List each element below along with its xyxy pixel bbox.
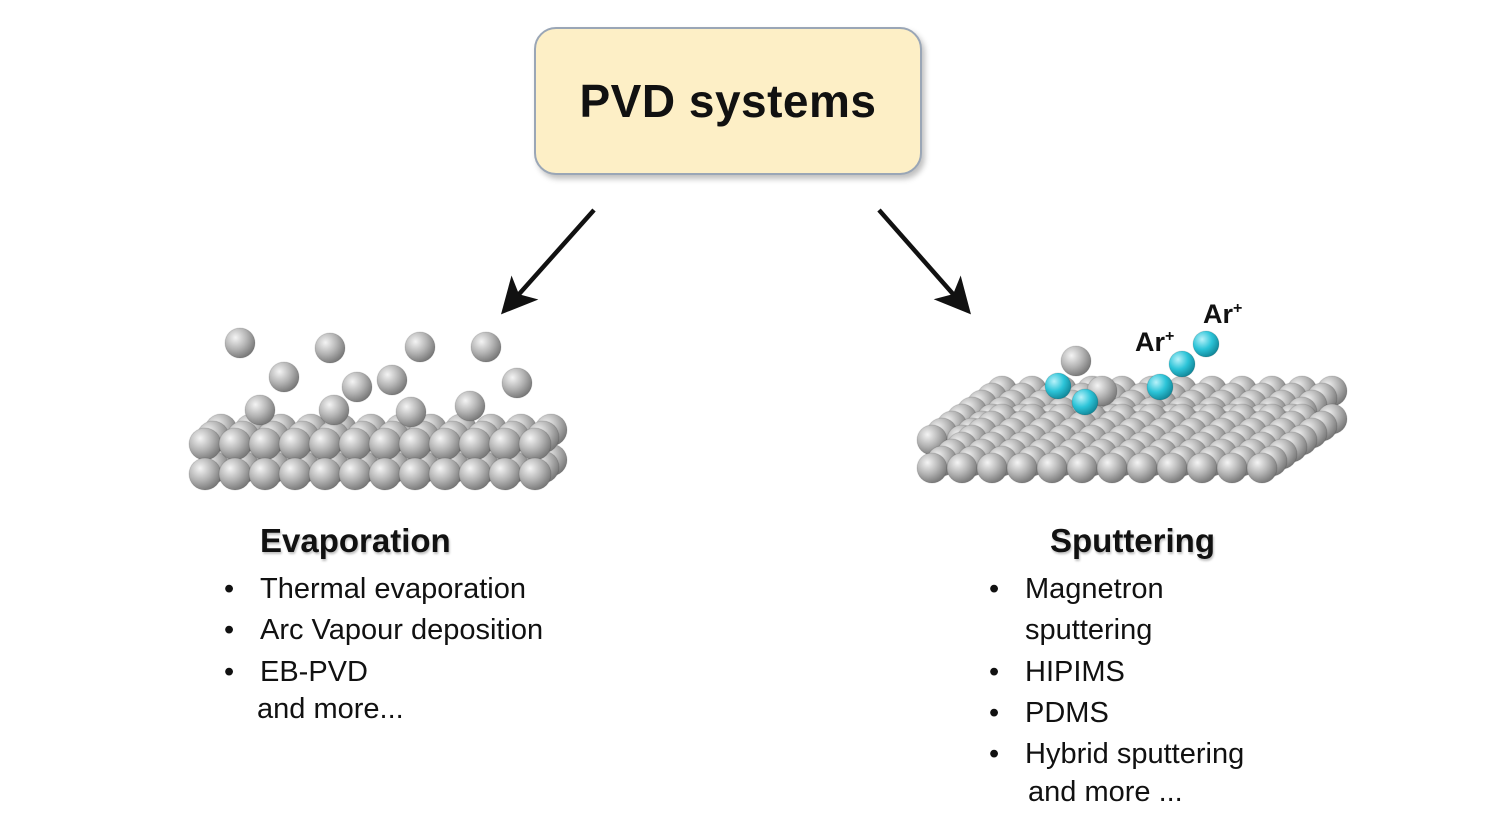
atom: [458, 457, 492, 491]
atom: [314, 332, 346, 364]
arrow-to-evaporation: [501, 208, 596, 315]
atom: [341, 371, 373, 403]
atom: [278, 457, 312, 491]
list-item: • Arc Vapour deposition: [224, 610, 543, 651]
list-item: • PDMS: [989, 693, 1209, 734]
atom: [398, 457, 432, 491]
argon-ion-label-1: Ar+: [1135, 327, 1174, 358]
atom: [1126, 452, 1158, 484]
atom: [976, 452, 1008, 484]
list-item-label: Arc Vapour deposition: [260, 614, 544, 647]
sputtering-heading: Sputtering: [1050, 522, 1215, 559]
sputtered-atom: [1060, 345, 1092, 377]
atom: [501, 367, 533, 399]
atom: [428, 427, 462, 461]
sputtering-more: and more ...: [1028, 776, 1183, 808]
sputtering-list: • Magnetron sputtering • HIPIMS • PDMS • Hyb…: [989, 569, 1244, 775]
bullet: •: [989, 655, 1000, 688]
bullet: •: [224, 573, 235, 605]
list-item-label: EB-PVD: [260, 655, 368, 688]
atom: [1186, 452, 1218, 484]
atom: [458, 427, 492, 461]
argon-ion: [1168, 350, 1196, 378]
argon-ion: [1192, 330, 1220, 358]
bullet: •: [224, 655, 235, 688]
atom: [368, 427, 402, 461]
atom: [395, 396, 427, 428]
atom: [1216, 452, 1248, 484]
atom: [518, 427, 552, 461]
bullet: •: [989, 738, 1000, 771]
bullet: •: [989, 573, 1000, 605]
bullet: •: [224, 614, 235, 647]
atom: [188, 457, 222, 491]
list-item-label: PDMS: [1025, 696, 1109, 729]
atom: [1066, 452, 1098, 484]
list-item-label: HIPIMS: [1025, 655, 1125, 688]
list-item: • Thermal evaporation: [224, 569, 543, 610]
ion-symbol: Ar: [1203, 299, 1234, 329]
arrow-to-sputtering: [877, 208, 971, 315]
argon-ion: [1071, 388, 1099, 416]
list-item: • Hybrid sputtering: [989, 734, 1244, 775]
atom: [308, 457, 342, 491]
atom: [188, 427, 222, 461]
atom: [1006, 452, 1038, 484]
diagram-title: PVD systems: [579, 75, 877, 127]
atom: [248, 427, 282, 461]
atom: [916, 452, 948, 484]
atom: [1246, 452, 1278, 484]
ion-charge: +: [1165, 328, 1175, 345]
evaporation-list: • Thermal evaporation • Arc Vapour deposit…: [224, 569, 543, 693]
evaporation-atoms-illustration: [188, 327, 568, 491]
atom: [338, 457, 372, 491]
atom: [454, 390, 486, 422]
evaporation-heading: Evaporation: [260, 522, 451, 559]
bullet: •: [989, 696, 1000, 729]
atom: [1156, 452, 1188, 484]
ion-symbol: Ar: [1135, 327, 1166, 357]
atom: [224, 327, 256, 359]
list-item: • EB-PVD: [224, 652, 543, 693]
ion-charge: +: [1233, 300, 1243, 317]
atom: [338, 427, 372, 461]
sputtering-atoms-illustration: [916, 330, 1348, 484]
atom: [218, 427, 252, 461]
atom: [488, 457, 522, 491]
atom: [278, 427, 312, 461]
atom: [398, 427, 432, 461]
atom: [368, 457, 402, 491]
atom: [518, 457, 552, 491]
list-item-label: Hybrid sputtering: [1025, 738, 1245, 771]
atom: [318, 394, 350, 426]
atom: [244, 394, 276, 426]
atom: [404, 331, 436, 363]
evaporation-more: and more...: [257, 693, 404, 725]
atom: [308, 427, 342, 461]
title-box: PVD systems: [534, 27, 922, 175]
list-item: • HIPIMS: [989, 652, 1209, 693]
list-item: • Magnetron sputtering: [989, 569, 1209, 652]
atom: [488, 427, 522, 461]
atom: [218, 457, 252, 491]
atom: [268, 361, 300, 393]
argon-ion: [1146, 373, 1174, 401]
list-item-label: Magnetron sputtering: [1025, 573, 1164, 647]
atom: [248, 457, 282, 491]
argon-ion: [1044, 372, 1072, 400]
atom: [428, 457, 462, 491]
atom: [1096, 452, 1128, 484]
atom: [376, 364, 408, 396]
argon-ion-label-2: Ar+: [1203, 299, 1242, 330]
list-item-label: Thermal evaporation: [260, 573, 526, 605]
atom: [946, 452, 978, 484]
atom: [1036, 452, 1068, 484]
atom: [470, 331, 502, 363]
